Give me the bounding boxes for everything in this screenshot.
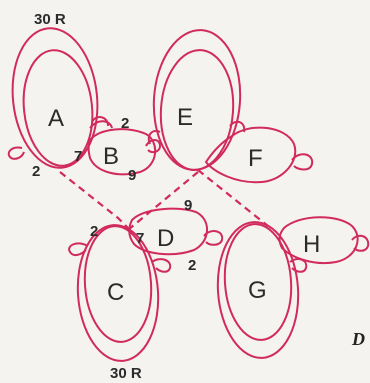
ring-h	[278, 216, 370, 264]
count-c-d-join: 7	[136, 230, 144, 247]
ring-d	[128, 207, 224, 256]
edge-text: D	[351, 329, 365, 349]
ring-b	[87, 116, 162, 176]
ring-f	[204, 126, 314, 184]
connector-b-to-c	[127, 171, 199, 231]
count-d-bottom: 2	[188, 257, 196, 274]
count-d-top: 9	[184, 197, 192, 214]
count-a-b-join: 7	[74, 148, 82, 165]
ring-c-label: C	[107, 279, 124, 306]
ring-e-label: E	[177, 104, 193, 131]
ring-h-label: H	[303, 231, 320, 258]
count-b-right: 9	[128, 167, 136, 184]
ring-f-label: F	[248, 145, 263, 172]
ring-g	[216, 221, 308, 359]
ring-c	[68, 224, 172, 362]
connector-b-to-g	[59, 171, 129, 229]
ring-a-label: A	[48, 105, 64, 132]
connector-e-to-g	[197, 169, 269, 227]
ring-d-label: D	[157, 225, 174, 252]
ring-a	[7, 27, 113, 169]
count-top-ring: 30 R	[34, 11, 66, 28]
count-a-left: 2	[32, 163, 40, 180]
ring-b-label: B	[103, 143, 119, 170]
count-bottom-ring: 30 R	[110, 365, 142, 382]
count-a-right: 2	[121, 115, 129, 132]
ring-g-label: G	[248, 277, 267, 304]
count-c-left: 2	[90, 223, 98, 240]
ring-e	[147, 29, 246, 171]
